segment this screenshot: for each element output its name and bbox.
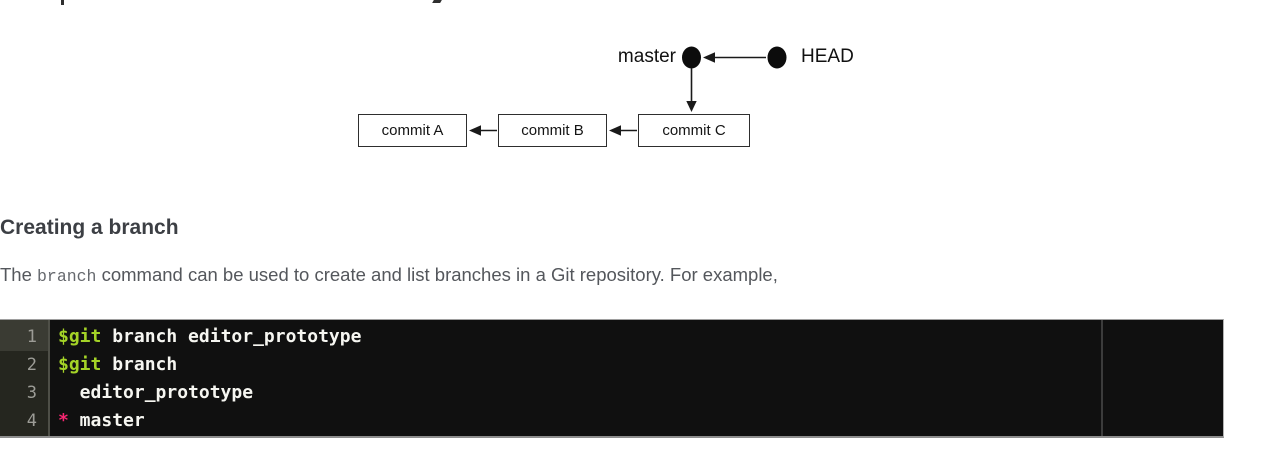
code-token: branch bbox=[101, 354, 178, 375]
current-branch-star-token: * bbox=[58, 410, 69, 431]
code-block-divider bbox=[1101, 320, 1103, 436]
paragraph-text-before: The bbox=[0, 264, 38, 285]
master-to-commit-c-arrow bbox=[686, 68, 697, 112]
commit-a-box: commit A bbox=[358, 114, 467, 147]
commit-c-box: commit C bbox=[638, 114, 750, 147]
commit-a-label: commit A bbox=[381, 122, 444, 139]
line-number: 3 bbox=[26, 383, 37, 403]
code-line: 2 $git branch bbox=[0, 351, 1223, 379]
commit-c-label: commit C bbox=[662, 122, 726, 139]
line-number: 2 bbox=[26, 355, 37, 375]
code-token: branch editor_prototype bbox=[101, 326, 362, 347]
line-number: 4 bbox=[26, 411, 37, 431]
code-line: 3 editor_prototype bbox=[0, 379, 1223, 407]
commit-b-label: commit B bbox=[521, 122, 584, 139]
section-heading: Creating a branch bbox=[0, 216, 179, 239]
code-token: master bbox=[68, 410, 145, 431]
head-pointer-dot bbox=[767, 46, 787, 69]
commit-b-box: commit B bbox=[498, 114, 607, 147]
code-content: editor_prototype bbox=[50, 379, 253, 407]
head-label: HEAD bbox=[801, 46, 854, 67]
code-content: $git branch bbox=[50, 351, 177, 379]
intro-paragraph: The branch command can be used to create… bbox=[0, 261, 778, 290]
code-block: 1 $git branch editor_prototype 2 $git br… bbox=[0, 319, 1224, 438]
code-line: 1 $git branch editor_prototype bbox=[0, 323, 1223, 351]
line-number: 1 bbox=[26, 327, 37, 347]
head-to-master-arrow bbox=[703, 52, 766, 63]
paragraph-text-after: command can be used to create and list b… bbox=[96, 264, 778, 285]
command-token: $git bbox=[58, 354, 102, 375]
master-branch-label: master bbox=[617, 46, 676, 67]
commit-c-to-b-arrow bbox=[609, 125, 637, 136]
inline-code-branch: branch bbox=[37, 267, 97, 286]
clipped-letter-descender bbox=[432, 0, 442, 3]
commit-b-to-a-arrow bbox=[469, 125, 497, 136]
code-line: 4 * master bbox=[0, 407, 1223, 435]
code-content: $git branch editor_prototype bbox=[50, 323, 361, 351]
code-content: * master bbox=[50, 407, 145, 435]
active-line-gutter-highlight bbox=[0, 320, 48, 351]
code-lines: 1 $git branch editor_prototype 2 $git br… bbox=[0, 323, 1223, 435]
code-token: editor_prototype bbox=[58, 382, 254, 403]
clipped-letter-descender bbox=[61, 0, 64, 5]
command-token: $git bbox=[58, 326, 102, 347]
master-pointer-dot bbox=[682, 46, 701, 69]
